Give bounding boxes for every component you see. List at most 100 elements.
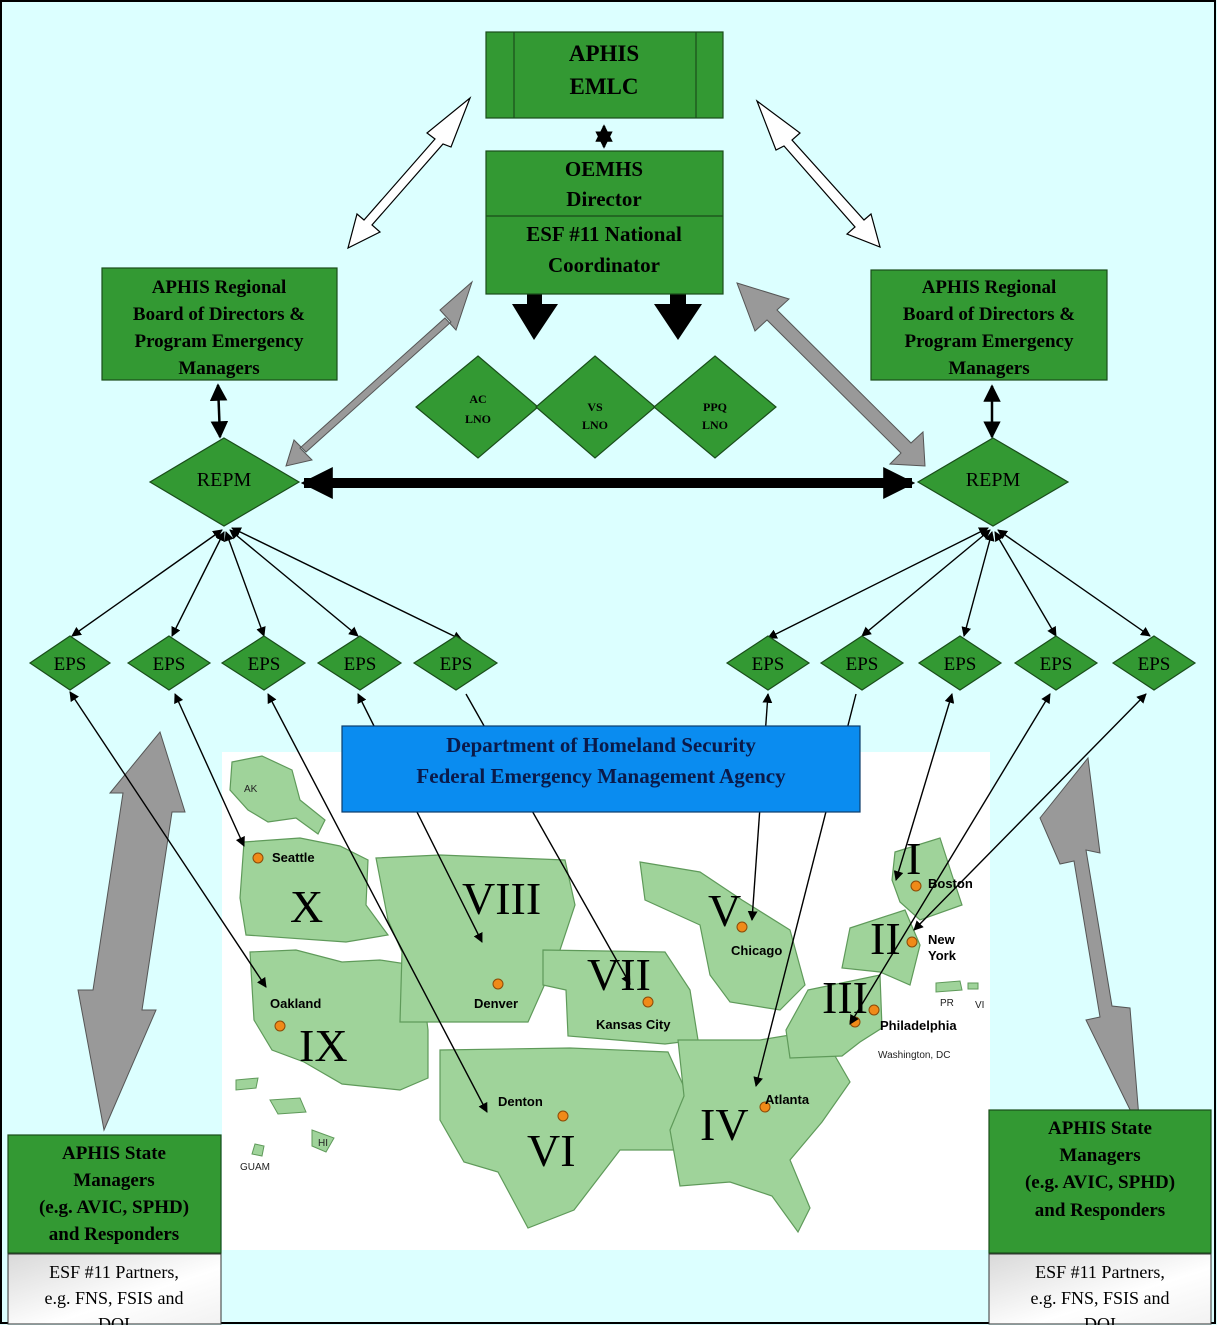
aphis-emlc-box	[485, 31, 724, 119]
regional-left-line4: Managers	[178, 358, 259, 379]
lno-vs-diamond	[535, 355, 656, 459]
repm-right-label: REPM	[966, 469, 1021, 491]
eps-left-1-diamond	[28, 635, 112, 691]
region-label-viii: VIII	[462, 873, 541, 924]
oemhs-line4: Coordinator	[548, 253, 660, 277]
repm-right-eps3-arrow	[961, 531, 995, 637]
city-dot-oakland	[274, 1020, 286, 1032]
emlc-line2: EMLC	[570, 74, 639, 99]
region-vii-shape	[542, 949, 699, 1045]
eps-left-1-label: EPS	[54, 654, 87, 675]
city-dot-new-york	[906, 936, 918, 948]
eps-right-1-label: EPS	[752, 654, 785, 675]
eps-left-2-diamond	[126, 635, 212, 691]
eps-left-5-diamond	[412, 635, 499, 691]
emlc-right-white-arrow	[755, 99, 881, 248]
eps-right-5-diamond	[1111, 635, 1197, 691]
city-dot-denver	[492, 978, 504, 990]
oemhs-line3: ESF #11 National	[526, 222, 682, 246]
city-label-denton: Denton	[498, 1094, 543, 1109]
repm-right-eps5-arrow	[997, 529, 1151, 637]
oemhs-down-arrow-right	[654, 292, 702, 340]
region-label-iii: III	[822, 972, 868, 1023]
city-label-oakland: Oakland	[270, 996, 321, 1011]
dhs-line1: Department of Homeland Security	[446, 733, 756, 757]
eps-right-3-diamond	[917, 635, 1003, 691]
city-dot-philadelphia	[868, 1004, 880, 1016]
regional-right-line3: Program Emergency	[904, 331, 1074, 352]
eps-region-ii-arrow	[913, 693, 1147, 931]
lno-vs-line2: LNO	[582, 418, 608, 432]
regional-right-line2: Board of Directors &	[903, 304, 1075, 325]
state-left-line4: and Responders	[49, 1224, 179, 1245]
region-label-vii: VII	[587, 949, 651, 1000]
dhs-fema-box	[341, 725, 861, 813]
partners-left-box	[7, 1253, 222, 1325]
city-dot-atlanta	[759, 1101, 771, 1113]
partners-right-line2: e.g. FNS, FSIS and	[1030, 1288, 1169, 1308]
region-label-vi: VI	[527, 1125, 576, 1176]
regional-left-line1: APHIS Regional	[152, 277, 287, 298]
city-label-atlanta: Atlanta	[765, 1092, 810, 1107]
eps-right-5-label: EPS	[1138, 654, 1171, 675]
repm-right-diamond	[916, 437, 1070, 527]
territory-label-guam: GUAM	[240, 1162, 270, 1173]
dhs-line2: Federal Emergency Management Agency	[416, 764, 786, 788]
eps-right-4-diamond	[1013, 635, 1099, 691]
city-label-kansas-city: Kansas City	[596, 1017, 671, 1032]
lno-ac-line1: AC	[469, 392, 486, 406]
partners-right-line3: DOI	[1084, 1314, 1116, 1325]
city-label-chicago: Chicago	[731, 943, 782, 958]
region-v-shape	[639, 861, 806, 1011]
regional-board-right-box	[870, 269, 1108, 381]
repm-left-eps5-arrow	[231, 527, 463, 641]
emlc-left-white-arrow	[347, 96, 472, 250]
lno-ppq-line2: LNO	[702, 418, 728, 432]
city-label-philadelphia: Philadelphia	[880, 1018, 957, 1033]
regional-left-repm-arrow	[209, 383, 229, 439]
territory-label-pr: PR	[940, 998, 954, 1009]
lno-ac-diamond	[415, 355, 539, 459]
state-right-line2: Managers	[1059, 1145, 1140, 1166]
partners-right-box	[988, 1253, 1212, 1325]
partners-right-line1: ESF #11 Partners,	[1035, 1262, 1165, 1282]
state-right-line4: and Responders	[1035, 1200, 1165, 1221]
eps-right-2-diamond	[819, 635, 905, 691]
eps-left-4-diamond	[316, 635, 403, 691]
lno-ppq-diamond	[653, 355, 777, 459]
region-vi-shape	[439, 1047, 691, 1229]
region-label-ii: II	[870, 913, 901, 964]
region-label-iv: IV	[700, 1099, 749, 1150]
eps-right-3-label: EPS	[944, 654, 977, 675]
lno-ppq-line1: PPQ	[703, 400, 727, 414]
eps-right-1-diamond	[725, 635, 811, 691]
eps-region-x-arrow	[174, 693, 245, 847]
oemhs-director-box	[485, 150, 724, 295]
city-label-denver: Denver	[474, 996, 518, 1011]
city-label-seattle: Seattle	[272, 850, 315, 865]
region-label-v: V	[708, 885, 741, 936]
state-left-line3: (e.g. AVIC, SPHD)	[39, 1197, 189, 1218]
region-label-ix: IX	[299, 1020, 348, 1071]
city-label-washington: Washington, DC	[878, 1050, 950, 1061]
eps-left-3-diamond	[220, 635, 307, 691]
city-dot-chicago	[736, 921, 748, 933]
regional-left-line3: Program Emergency	[134, 331, 304, 352]
state-managers-left-box	[7, 1134, 222, 1254]
oemhs-line2: Director	[566, 187, 641, 211]
regional-left-line2: Board of Directors &	[133, 304, 305, 325]
oemhs-down-arrow-left	[512, 292, 558, 340]
region-label-x: X	[290, 881, 323, 932]
state-right-line1: APHIS State	[1048, 1118, 1152, 1139]
regional-board-left-box	[101, 267, 338, 381]
territory-label-vi: VI	[975, 1000, 984, 1011]
state-left-line2: Managers	[73, 1170, 154, 1191]
repm-left-eps2-arrow	[171, 531, 225, 637]
eps-region-ix-arrow	[69, 691, 267, 988]
oemhs-right-gray-arrow	[736, 282, 926, 467]
lno-vs-line1: VS	[587, 400, 603, 414]
